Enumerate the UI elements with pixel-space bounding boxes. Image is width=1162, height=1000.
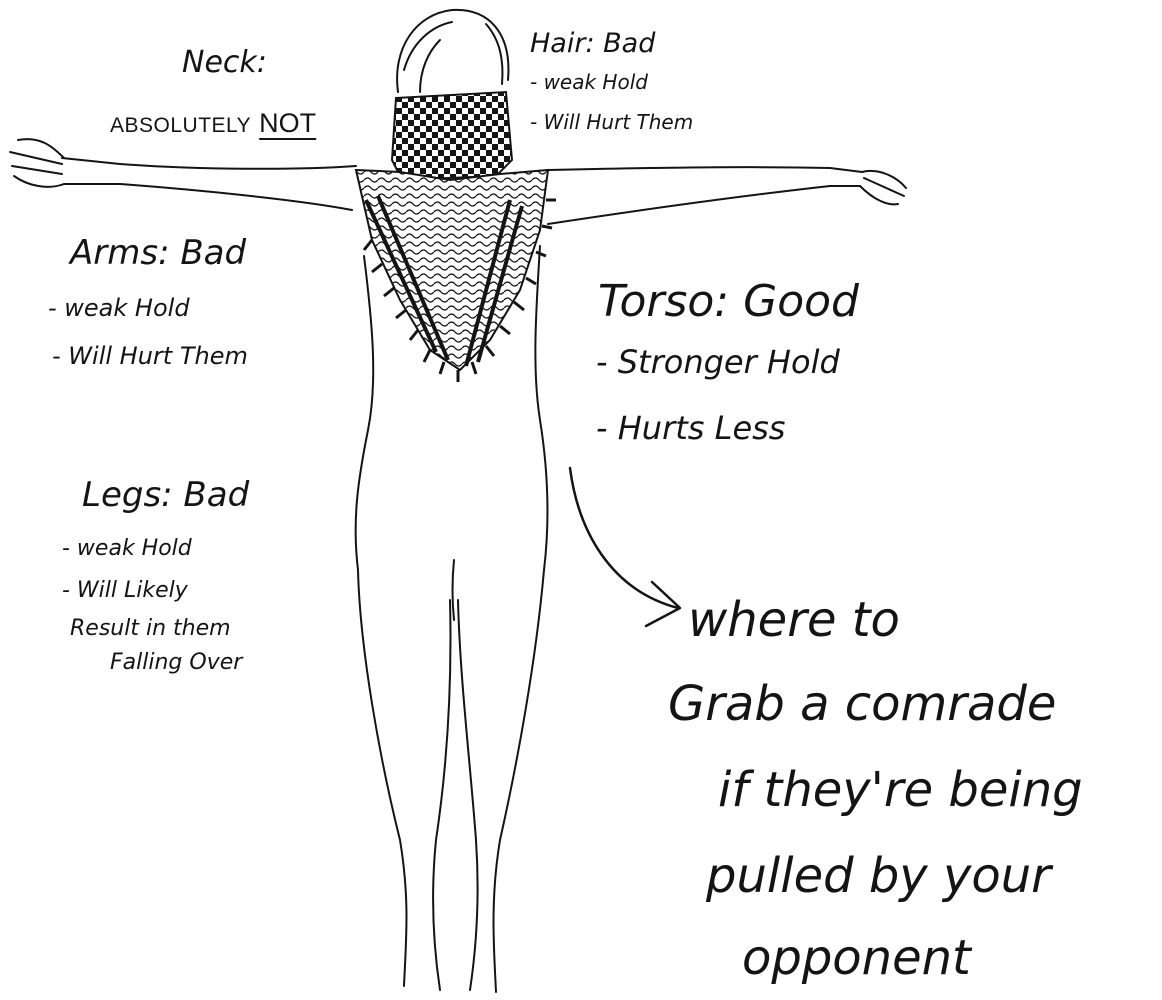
arms-label-title: Arms: Bad	[70, 236, 246, 270]
hair-strands	[404, 22, 502, 92]
shoulder-scarf	[356, 170, 548, 370]
legs-label-item: Result in them	[70, 618, 231, 640]
neck-verdict-text: ABSOLUTELY	[110, 114, 251, 137]
caption-line: Grab a comrade	[668, 680, 1056, 728]
torso-label-title: Torso: Good	[598, 280, 859, 324]
arms-label-item: - weak Hold	[48, 296, 190, 320]
pointer-arrow	[570, 468, 678, 608]
hair-label-title: Hair: Bad	[530, 30, 655, 57]
hair-label-item: - Will Hurt Them	[530, 112, 693, 132]
hair-label-item: - weak Hold	[530, 72, 648, 92]
neck-label-verdict: ABSOLUTELY NOT	[110, 108, 316, 139]
face-scarf	[392, 92, 512, 180]
right-hand	[860, 171, 906, 204]
legs-label-item: - Will Likely	[62, 580, 188, 602]
left-hand	[10, 139, 64, 187]
caption-line: pulled by your	[706, 852, 1051, 900]
legs-center-line	[453, 560, 455, 620]
legs-label-item: - weak Hold	[62, 538, 192, 560]
torso-label-item: - Hurts Less	[596, 412, 785, 444]
right-leg-outline	[458, 570, 544, 992]
torso-label-item: - Stronger Hold	[596, 346, 840, 378]
caption-line: if they're being	[718, 766, 1083, 814]
legs-label-title: Legs: Bad	[82, 478, 249, 512]
legs-label-item: Falling Over	[110, 652, 242, 674]
neck-label-title: Neck:	[182, 48, 267, 78]
neck-verdict-emphasis: NOT	[259, 108, 316, 138]
left-leg-outline	[358, 570, 450, 990]
arms-label-item: - Will Hurt Them	[52, 344, 248, 368]
left-arm-outline	[62, 158, 356, 210]
right-arm-outline	[548, 167, 862, 224]
caption-line: opponent	[742, 934, 971, 982]
caption-line: where to	[688, 596, 900, 644]
